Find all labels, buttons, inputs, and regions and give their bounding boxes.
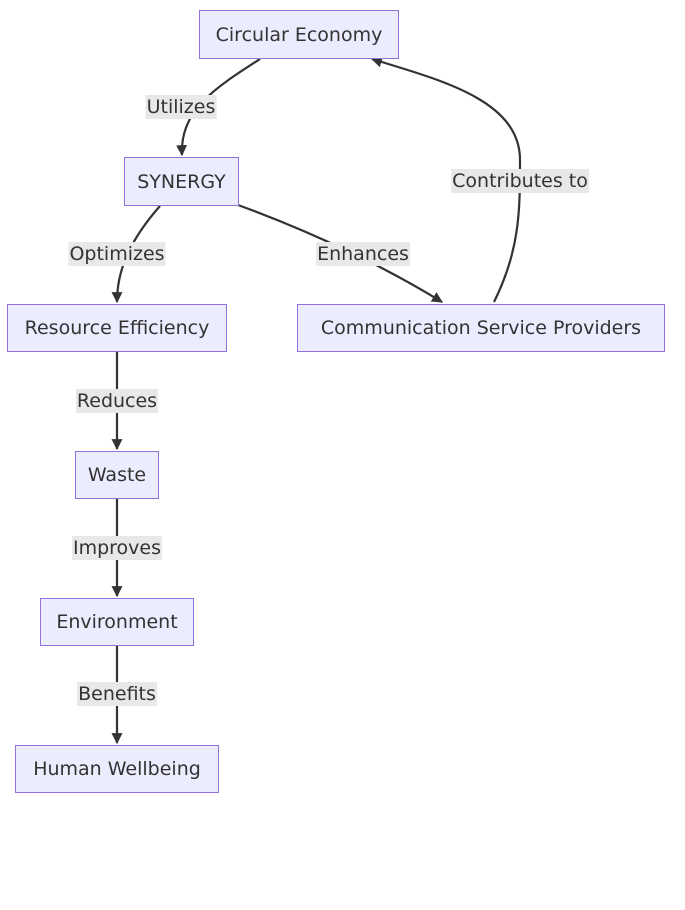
edge-label-utilizes: Utilizes: [145, 95, 217, 119]
edge-label-improves: Improves: [71, 536, 163, 560]
edge-label-benefits: Benefits: [77, 682, 157, 706]
edge-label-enhances: Enhances: [316, 242, 410, 266]
edge-contributes-to: [370, 56, 522, 303]
node-human-wellbeing[interactable]: Human Wellbeing: [15, 745, 219, 793]
node-synergy[interactable]: SYNERGY: [124, 157, 239, 206]
node-environment[interactable]: Environment: [40, 598, 194, 646]
edge-label-reduces: Reduces: [75, 389, 159, 413]
edge-label-contributes-to: Contributes to: [451, 169, 589, 193]
edge-label-optimizes: Optimizes: [68, 242, 166, 266]
node-communication-service-providers[interactable]: Communication Service Providers: [297, 304, 665, 352]
node-circular-economy[interactable]: Circular Economy: [199, 10, 399, 59]
node-waste[interactable]: Waste: [75, 451, 159, 499]
node-resource-efficiency[interactable]: Resource Efficiency: [7, 304, 227, 352]
